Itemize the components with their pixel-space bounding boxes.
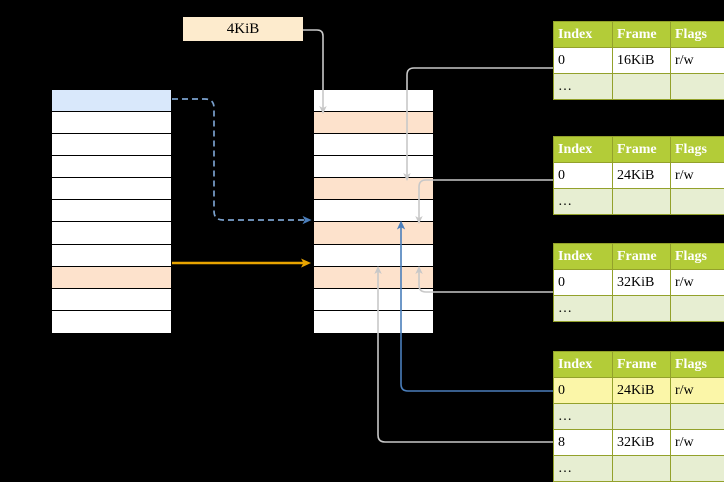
memory-row <box>52 90 171 113</box>
memory-row <box>52 266 171 289</box>
physical-memory-column <box>313 89 434 333</box>
table2-to-physical-wire <box>415 179 553 224</box>
memory-row <box>314 244 433 267</box>
memory-row <box>52 134 171 157</box>
virtual-address-space-column <box>51 89 172 333</box>
table-cell <box>612 455 671 482</box>
table-cell <box>670 295 724 322</box>
dashed-blue-virtual-to-physical-wire <box>172 98 312 225</box>
memory-row <box>314 90 433 113</box>
memory-row <box>314 266 433 289</box>
table-cell: r/w <box>670 377 724 404</box>
table-cell: … <box>553 455 613 482</box>
table-cell: r/w <box>670 47 724 74</box>
column-header-flags: Flags <box>670 351 724 378</box>
table-cell: r/w <box>670 429 724 456</box>
column-header-frame: Frame <box>612 243 671 270</box>
memory-row <box>52 156 171 179</box>
table-cell: … <box>553 403 613 430</box>
column-header-frame: Frame <box>612 351 671 378</box>
column-header-frame: Frame <box>612 136 671 163</box>
column-header-index: Index <box>553 351 613 378</box>
table3-to-physical-wire <box>415 266 553 293</box>
table-row: … <box>553 455 724 482</box>
table-cell: 24KiB <box>612 162 671 189</box>
column-header-flags: Flags <box>670 243 724 270</box>
memory-row <box>314 178 433 201</box>
memory-row <box>314 200 433 223</box>
memory-row <box>52 244 171 267</box>
table-cell: 8 <box>553 429 613 456</box>
table-cell: r/w <box>670 162 724 189</box>
memory-row <box>314 112 433 135</box>
table-cell <box>612 73 671 100</box>
memory-row <box>52 288 171 311</box>
table-cell <box>612 295 671 322</box>
column-header-index: Index <box>553 243 613 270</box>
memory-row <box>52 310 171 333</box>
column-header-flags: Flags <box>670 21 724 48</box>
table-cell: … <box>553 295 613 322</box>
table-cell <box>612 403 671 430</box>
memory-row <box>52 222 171 245</box>
table-cell: 16KiB <box>612 47 671 74</box>
memory-row <box>314 156 433 179</box>
table-cell: 0 <box>553 162 613 189</box>
table-row: … <box>553 295 724 322</box>
page-size-label: 4KiB <box>183 17 303 41</box>
column-header-frame: Frame <box>612 21 671 48</box>
memory-row <box>52 112 171 135</box>
memory-row <box>314 288 433 311</box>
memory-row <box>52 178 171 201</box>
memory-row <box>314 222 433 245</box>
table-cell: 32KiB <box>612 269 671 296</box>
table-cell: 0 <box>553 47 613 74</box>
table-cell: 24KiB <box>612 377 671 404</box>
memory-row <box>314 310 433 333</box>
table-row: … <box>553 73 724 100</box>
memory-row <box>52 200 171 223</box>
table-cell: 0 <box>553 377 613 404</box>
table-cell <box>670 188 724 215</box>
table-cell: r/w <box>670 269 724 296</box>
table-row: … <box>553 403 724 430</box>
table-cell <box>670 73 724 100</box>
table-cell <box>612 188 671 215</box>
table-cell <box>670 455 724 482</box>
table-cell: … <box>553 73 613 100</box>
table-cell: 32KiB <box>612 429 671 456</box>
column-header-flags: Flags <box>670 136 724 163</box>
table-cell: … <box>553 188 613 215</box>
table-cell: 0 <box>553 269 613 296</box>
table-row: … <box>553 188 724 215</box>
column-header-index: Index <box>553 21 613 48</box>
column-header-index: Index <box>553 136 613 163</box>
memory-row <box>314 134 433 157</box>
table-cell <box>670 403 724 430</box>
